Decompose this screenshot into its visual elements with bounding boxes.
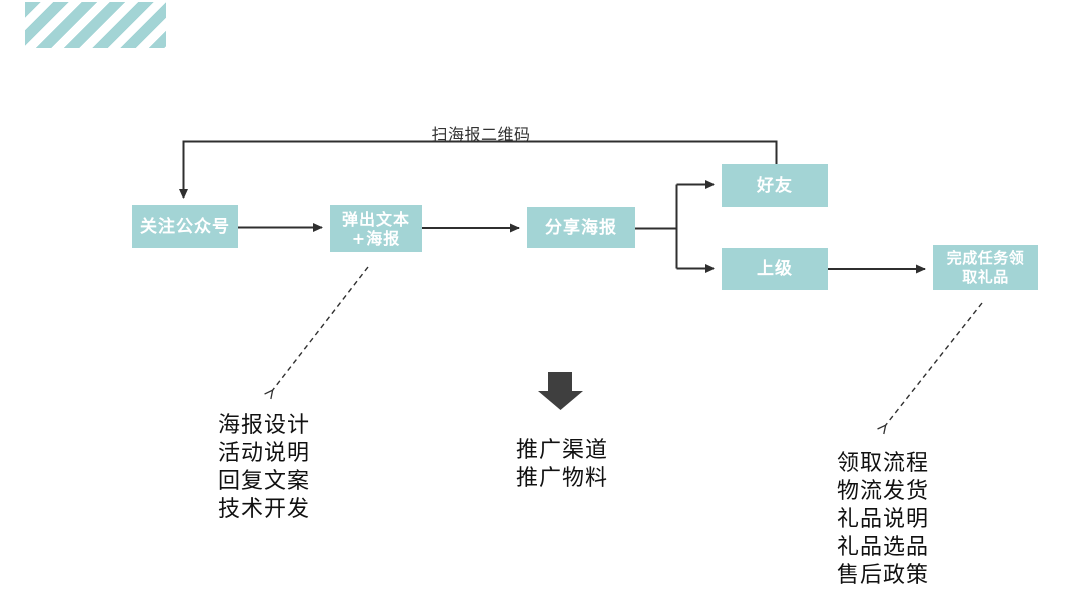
- note-list-right: 领取流程 物流发货 礼品说明 礼品选品 售后政策: [837, 450, 929, 590]
- note-line: 礼品说明: [837, 507, 930, 532]
- note-line: 推广物料: [516, 466, 609, 491]
- flow-node-label: 好友: [757, 175, 793, 196]
- flow-node-complete-task: 完成任务领 取礼品: [933, 245, 1038, 290]
- flow-node-friend: 好友: [722, 164, 828, 207]
- thick-down-arrow-icon: [538, 372, 583, 410]
- flow-node-label-line1: 完成任务领: [946, 248, 1025, 267]
- flow-node-label: 上级: [757, 259, 793, 279]
- flow-node-superior: 上级: [722, 248, 828, 290]
- note-line: 推广渠道: [516, 438, 609, 463]
- note-line: 技术开发: [218, 497, 311, 522]
- flow-node-label-line2: +海报: [351, 228, 401, 248]
- note-line: 领取流程: [837, 451, 930, 476]
- flow-node-label-line1: 弹出文本: [341, 209, 410, 229]
- note-list-left: 海报设计 活动说明 回复文案 技术开发: [218, 412, 310, 524]
- note-line: 礼品选品: [837, 535, 930, 560]
- dashed-arrow-popup-notes: [272, 266, 369, 391]
- scan-qr-label: 扫海报二维码: [431, 125, 531, 144]
- loop-scan-qr-line: [179, 140, 778, 199]
- flow-node-label: 关注公众号: [140, 216, 230, 237]
- dashed-arrow-complete-notes: [885, 302, 983, 426]
- flow-node-popup-text-poster: 弹出文本 +海报: [330, 205, 422, 252]
- flow-node-share-poster: 分享海报: [527, 207, 635, 248]
- flow-node-label: 分享海报: [545, 217, 617, 238]
- branch-stem-line: [635, 184, 678, 269]
- diagonal-stripes-decoration: [25, 2, 166, 48]
- flow-node-label-line2: 取礼品: [962, 267, 1009, 286]
- note-list-middle: 推广渠道 推广物料: [516, 437, 608, 493]
- note-line: 售后政策: [837, 563, 930, 588]
- note-line: 回复文案: [218, 469, 311, 494]
- note-line: 活动说明: [218, 441, 311, 466]
- note-line: 物流发货: [837, 479, 930, 504]
- flow-node-follow-account: 关注公众号: [132, 205, 238, 248]
- note-line: 海报设计: [218, 413, 311, 438]
